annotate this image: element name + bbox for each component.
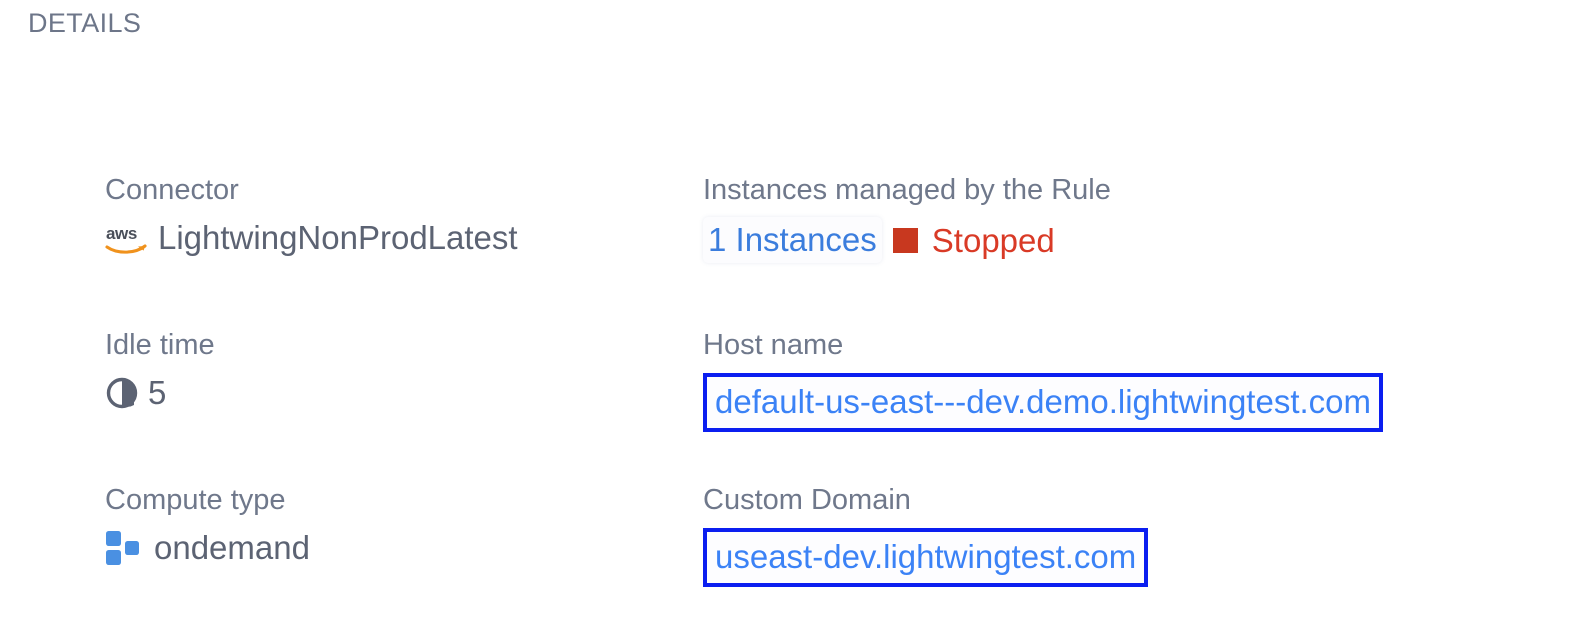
details-grid: Connector aws LightwingNonProdLatest Ins… <box>0 172 1596 637</box>
stopped-square-icon <box>892 227 918 253</box>
instances-managed-label: Instances managed by the Rule <box>703 174 1111 206</box>
status-badge: Stopped <box>931 221 1055 259</box>
host-name-value-row: default-us-east---dev.demo.lightwingtest… <box>703 372 1384 432</box>
details-row-1: Connector aws LightwingNonProdLatest Ins… <box>0 172 1596 327</box>
idle-time-value-row: 5 <box>105 372 215 413</box>
connector-label: Connector <box>105 174 239 206</box>
field-host-name: Host name default-us-east---dev.demo.lig… <box>703 327 1384 432</box>
idle-time-label: Idle time <box>105 329 215 361</box>
instances-count-link[interactable]: 1 Instances <box>703 217 882 263</box>
host-name-value[interactable]: default-us-east---dev.demo.lightwingtest… <box>703 373 1384 432</box>
custom-domain-value[interactable]: useast-dev.lightwingtest.com <box>703 528 1149 587</box>
details-row-2: Idle time 5 Host name default-us-east---… <box>0 327 1596 482</box>
idle-time-value: 5 <box>148 374 167 411</box>
field-compute-type: Compute type ondemand <box>105 482 310 568</box>
svg-text:aws: aws <box>106 224 137 243</box>
field-connector: Connector aws LightwingNonProdLatest <box>105 172 518 258</box>
custom-domain-label: Custom Domain <box>703 484 911 516</box>
clock-icon <box>105 376 139 410</box>
custom-domain-value-row: useast-dev.lightwingtest.com <box>703 527 1149 587</box>
host-name-label: Host name <box>703 329 844 361</box>
compute-type-value-row: ondemand <box>105 527 310 568</box>
page-title: DETAILS <box>28 8 142 38</box>
connector-name: LightwingNonProdLatest <box>158 219 518 256</box>
compute-type-label: Compute type <box>105 484 286 516</box>
field-idle-time: Idle time 5 <box>105 327 215 413</box>
field-custom-domain: Custom Domain useast-dev.lightwingtest.c… <box>703 482 1149 587</box>
compute-squares-icon <box>105 530 145 566</box>
aws-icon: aws <box>105 221 149 255</box>
details-row-3: Compute type ondemand Custom Domain usea… <box>0 482 1596 637</box>
connector-value-row: aws LightwingNonProdLatest <box>105 217 518 258</box>
instances-value-row: 1 Instances Stopped <box>703 217 1111 263</box>
instance-status: Stopped <box>892 220 1055 261</box>
field-instances-managed: Instances managed by the Rule 1 Instance… <box>703 172 1111 263</box>
compute-type-value: ondemand <box>154 529 310 566</box>
